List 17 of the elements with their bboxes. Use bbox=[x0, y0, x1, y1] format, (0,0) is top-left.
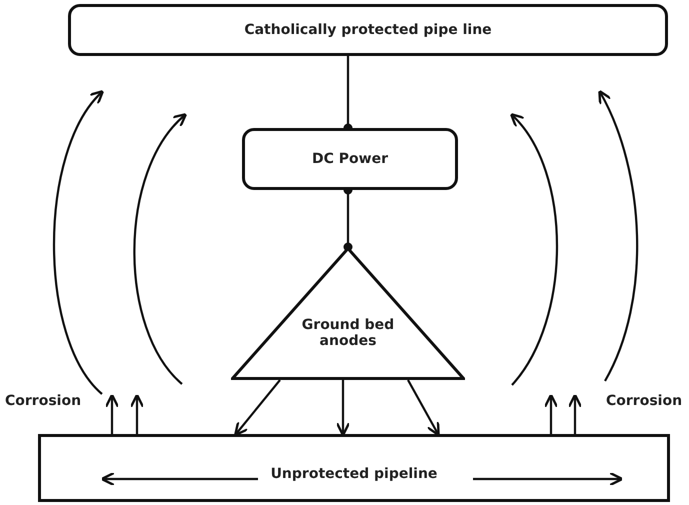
callout-label: Corrosion bbox=[5, 393, 82, 409]
node-label: DC Power bbox=[312, 151, 388, 167]
callout-label: Corrosion bbox=[606, 393, 682, 409]
arrow bbox=[104, 394, 120, 434]
node-label: Ground bed anodes bbox=[300, 317, 396, 349]
arrow bbox=[130, 394, 144, 434]
arrow bbox=[407, 379, 440, 436]
arrow bbox=[568, 394, 582, 434]
pipeline-box bbox=[38, 434, 670, 502]
power-box bbox=[242, 128, 458, 190]
node-label: Catholically protected pipe line bbox=[244, 22, 492, 38]
arrow bbox=[234, 379, 281, 436]
anode-triangle bbox=[231, 247, 465, 380]
arrow bbox=[544, 394, 558, 434]
arrow bbox=[336, 380, 350, 436]
pipeline-box bbox=[68, 4, 668, 56]
node-label: Unprotected pipeline bbox=[270, 466, 438, 482]
